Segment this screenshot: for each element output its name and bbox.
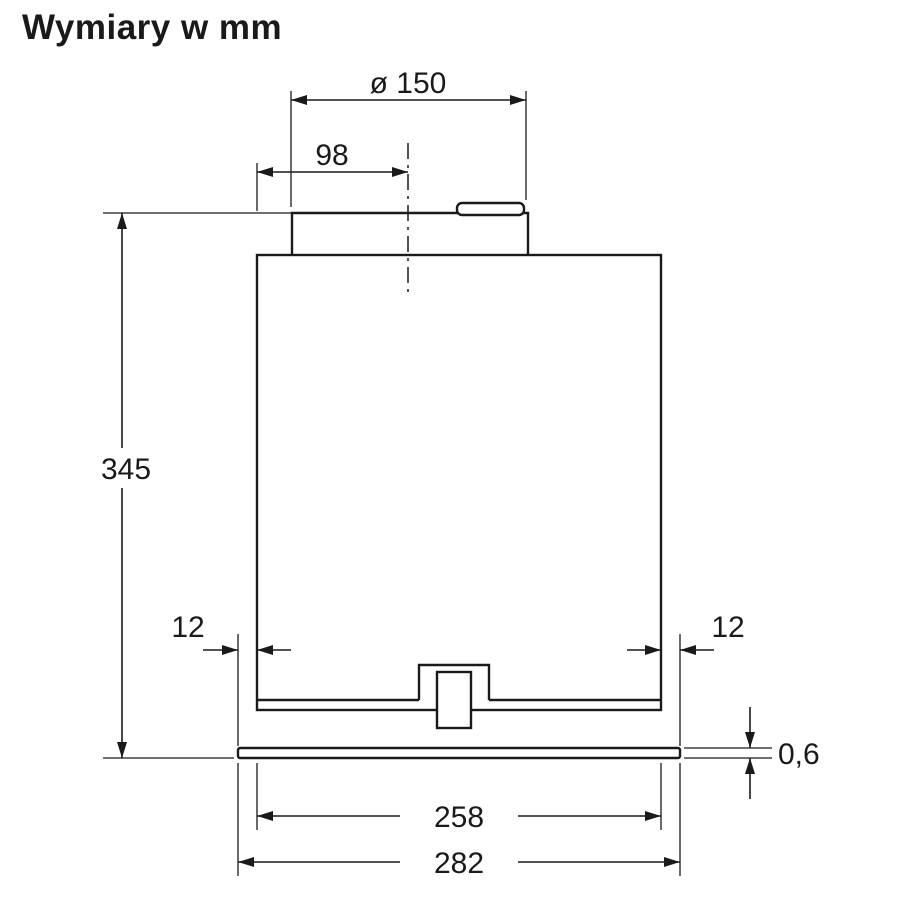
dim-duct-diameter-label: ø 150 bbox=[370, 67, 447, 100]
outlet-box bbox=[435, 670, 473, 730]
dim-inset-left-label: 12 bbox=[171, 611, 204, 644]
hood-body bbox=[255, 253, 663, 712]
bottom-panel-line bbox=[257, 663, 661, 702]
mounting-flange bbox=[236, 746, 682, 760]
dim-inset-left-line bbox=[203, 645, 291, 655]
dim-flange-width-label: 282 bbox=[434, 847, 484, 880]
dim-body-width-label: 258 bbox=[434, 801, 484, 834]
dim-duct-offset-line bbox=[257, 167, 408, 177]
dim-body-height-label: 345 bbox=[101, 453, 151, 486]
extension-lines bbox=[103, 91, 772, 876]
dim-flange-thickness-label: 0,6 bbox=[778, 738, 820, 771]
dim-inset-right-label: 12 bbox=[711, 611, 744, 644]
dim-duct-offset-label: 98 bbox=[315, 139, 348, 172]
hood-top-plate bbox=[290, 211, 530, 255]
dim-flange-thickness-line bbox=[745, 707, 755, 799]
dim-duct-diameter-line bbox=[291, 95, 526, 105]
dim-inset-right-line bbox=[627, 645, 714, 655]
duct-connector bbox=[455, 201, 526, 217]
dimension-labels: ø 150 98 345 12 12 0,6 258 282 bbox=[101, 67, 820, 880]
page-title: Wymiary w mm bbox=[22, 8, 283, 47]
hood-outline bbox=[236, 201, 682, 760]
